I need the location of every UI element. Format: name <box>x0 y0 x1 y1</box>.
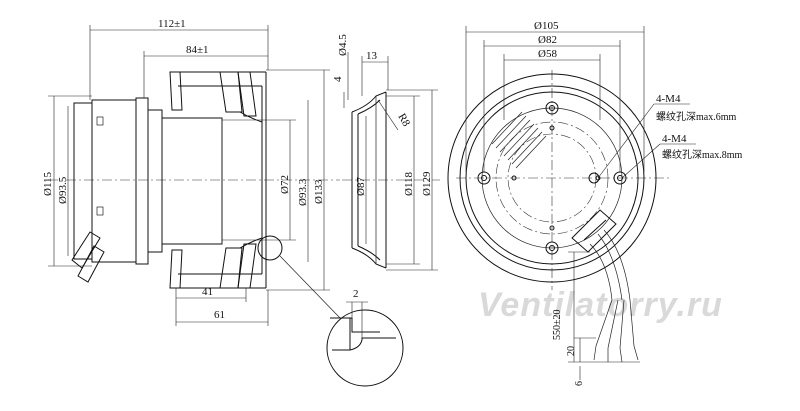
watermark: Ventilatorry.ru <box>478 286 723 324</box>
dim-w41: 41 <box>202 286 213 298</box>
dim-d115: Ø115 <box>42 171 54 196</box>
side-view: 112±1 84±1 Ø115 Ø93.5 Ø72 Ø93.3 Ø133 41 … <box>42 18 341 326</box>
dim-d58: Ø58 <box>538 48 557 60</box>
dim-w61: 61 <box>214 309 225 321</box>
note-m4-b-depth: 螺纹孔深max.8mm <box>662 148 742 161</box>
dim-d129: Ø129 <box>421 171 433 196</box>
dim-w13: 13 <box>366 50 378 62</box>
note-m4-b: 4-M4 <box>662 133 687 145</box>
dim-body-width: 84±1 <box>186 44 209 56</box>
dim-d87: Ø87 <box>355 177 367 196</box>
mount-hole-top <box>545 101 559 115</box>
mount-hole-bottom <box>545 241 559 255</box>
dim-lead-strip: 20 <box>566 346 577 356</box>
dim-d118: Ø118 <box>403 171 415 196</box>
dim-d72: Ø72 <box>279 175 291 194</box>
note-m4-a-depth: 螺纹孔深max.6mm <box>656 110 736 123</box>
front-view: Ø105 Ø82 Ø58 4-M4 螺纹孔深max.6mm 4-M4 螺纹孔深m… <box>447 20 742 386</box>
dim-overall-width: 112±1 <box>158 18 186 30</box>
dim-d82: Ø82 <box>538 34 557 46</box>
dim-lead-end: 6 <box>574 381 585 386</box>
dim-gap: 2 <box>353 288 359 300</box>
detail-view: 2 <box>326 288 404 387</box>
dim-r8: R8 <box>395 112 412 130</box>
dim-cable-len: 550±20 <box>552 310 563 341</box>
dim-d93-3: Ø93.3 <box>297 178 309 206</box>
dim-d133: Ø133 <box>313 179 325 204</box>
dim-h4: 4 <box>332 76 344 82</box>
dim-t4-5: Ø4.5 <box>337 34 349 56</box>
dim-d93-5: Ø93.5 <box>57 176 69 204</box>
dim-d105: Ø105 <box>534 20 559 32</box>
note-m4-a: 4-M4 <box>656 93 681 105</box>
inlet-ring-view: Ø4.5 13 4 R8 Ø87 Ø118 Ø129 <box>332 34 440 271</box>
